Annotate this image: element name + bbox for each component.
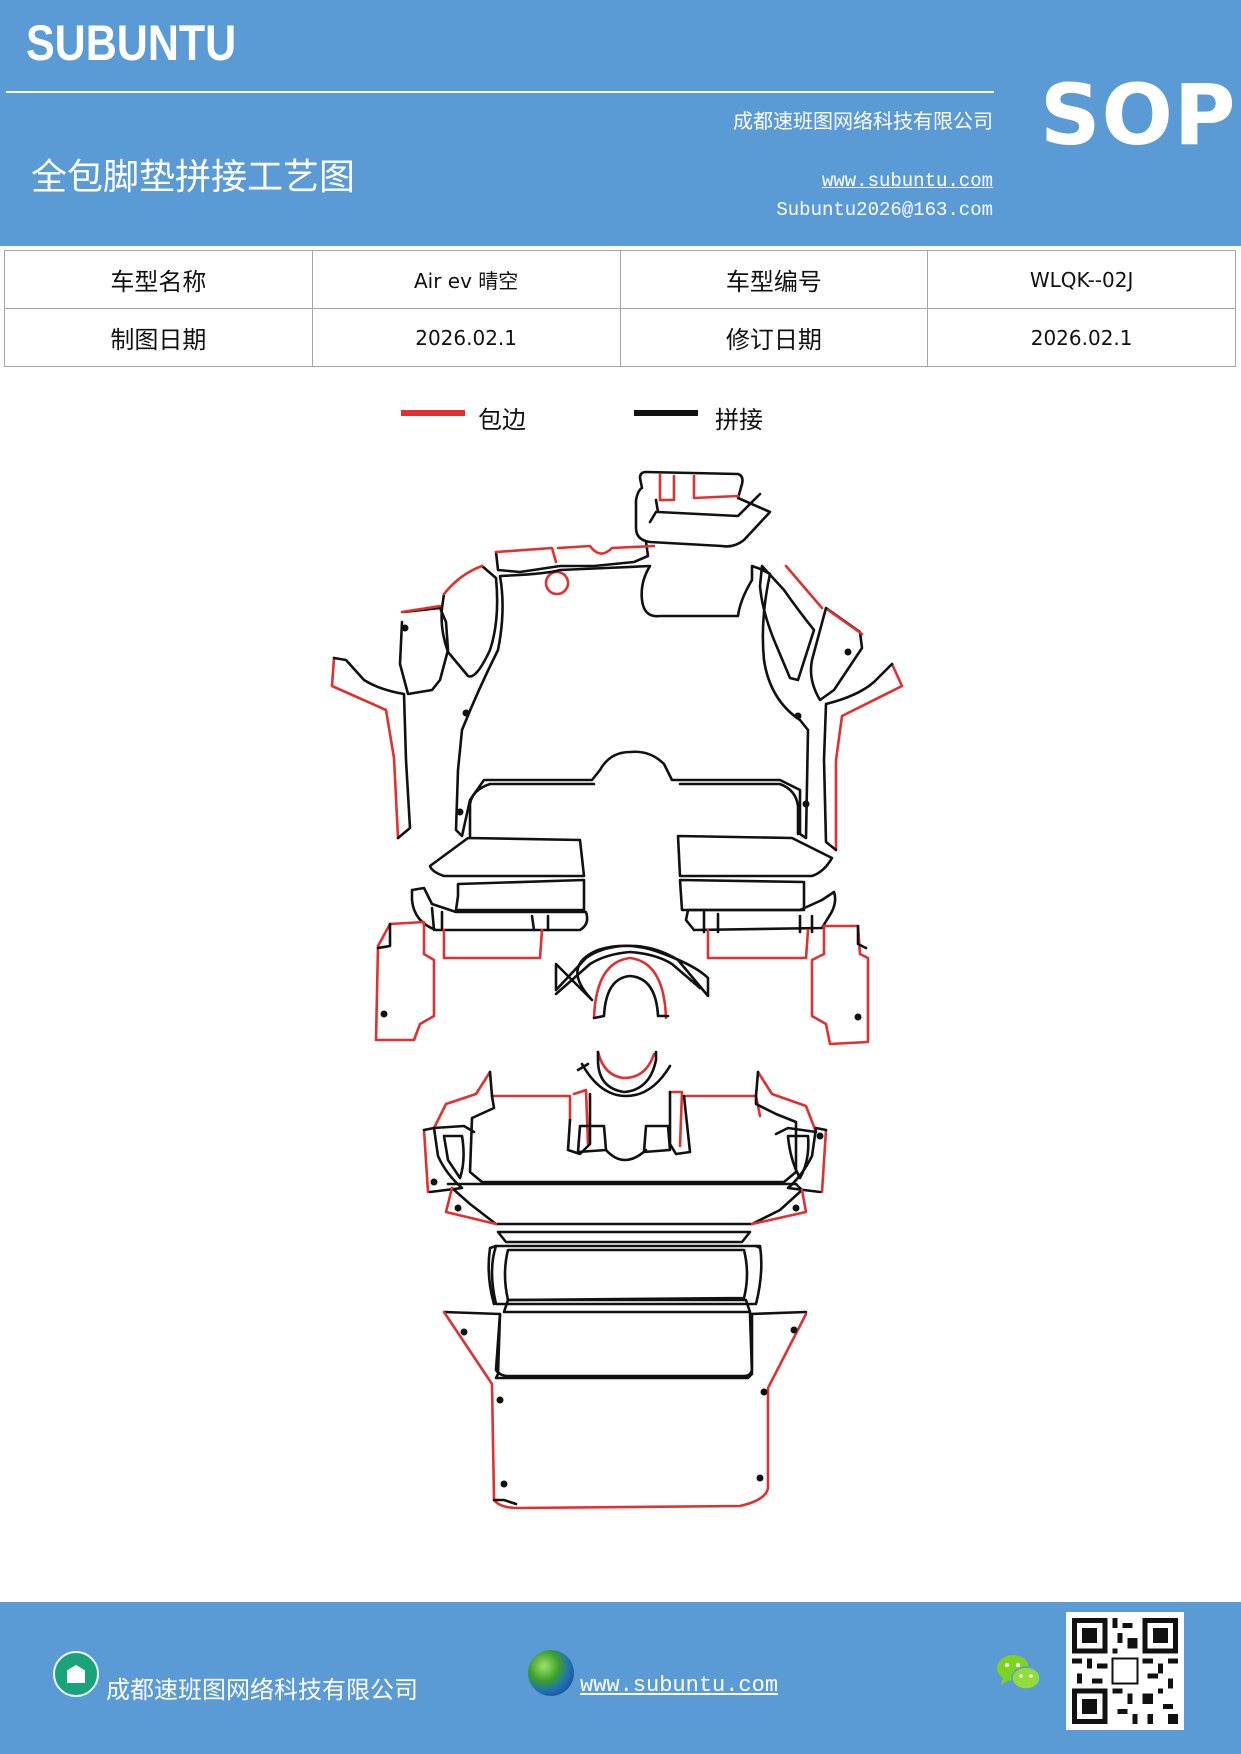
legend-label-edge: 包边: [478, 406, 526, 434]
front-floor-left-pieces: [410, 836, 589, 960]
trunk-lower-trim: [502, 1298, 752, 1314]
header-email: Subuntu2026@163.com: [776, 199, 993, 221]
header-banner: SUBUNTU 成都速班图网络科技有限公司 全包脚垫拼接工艺图 www.subu…: [0, 0, 1241, 246]
trunk-upper-trim: [496, 1230, 752, 1244]
value-revision-date: 2026.02.1: [927, 308, 1236, 367]
front-right-side-pieces: [758, 564, 904, 852]
value-model-code: WLQK--02J: [927, 250, 1236, 309]
document-title: 全包脚垫拼接工艺图: [31, 157, 356, 198]
front-floor-right-pieces: [676, 834, 837, 960]
footer-company-name: 成都速班图网络科技有限公司: [106, 1676, 418, 1704]
legend: 包边 拼接: [0, 400, 1241, 440]
rear-left-flank: [422, 1070, 494, 1194]
label-revision-date: 修订日期: [619, 308, 929, 367]
rear-hump-pieces: [576, 1050, 672, 1098]
trunk-main-piece: [442, 1310, 808, 1510]
label-model-name: 车型名称: [4, 250, 313, 309]
legend-label-splice: 拼接: [715, 406, 763, 434]
header-website-link[interactable]: www.subuntu.com: [821, 170, 993, 192]
brand-logo-text: SUBUNTU: [26, 15, 237, 71]
footer-banner: 成都速班图网络科技有限公司 www.subuntu.com: [0, 1602, 1241, 1754]
label-model-code: 车型编号: [619, 250, 929, 309]
rear-band-piece: [444, 1182, 808, 1226]
left-sill-piece: [374, 920, 436, 1042]
sop-label: SOP: [1040, 66, 1237, 164]
table-row: 车型名称 Air ev 晴空 车型编号 WLQK--02J: [4, 250, 1236, 309]
value-model-name: Air ev 晴空: [311, 250, 621, 309]
rear-right-flank: [754, 1070, 828, 1194]
front-main-piece: [454, 540, 810, 840]
legend-swatch-edge: [401, 410, 465, 416]
center-tunnel-pieces: [554, 944, 710, 1020]
right-sill-piece: [810, 924, 870, 1046]
trunk-middle-piece: [487, 1244, 763, 1306]
qr-code: [1066, 1612, 1184, 1730]
label-drawing-date: 制图日期: [4, 308, 313, 367]
rear-floor-main: [468, 1088, 798, 1184]
legend-swatch-splice: [634, 410, 698, 416]
value-drawing-date: 2026.02.1: [311, 308, 621, 367]
building-icon: [53, 1651, 99, 1697]
footer-website-link[interactable]: www.subuntu.com: [580, 1673, 779, 1698]
header-company-name: 成都速班图网络科技有限公司: [733, 109, 993, 133]
front-left-side-pieces: [330, 564, 499, 840]
header-divider: [6, 91, 994, 93]
console-top-piece: [634, 470, 772, 548]
globe-icon: [528, 1650, 574, 1696]
vehicle-info-table: 车型名称 Air ev 晴空 车型编号 WLQK--02J 制图日期 2026.…: [4, 250, 1236, 367]
table-row: 制图日期 2026.02.1 修订日期 2026.02.1: [4, 308, 1236, 367]
wechat-icon: [997, 1655, 1041, 1690]
